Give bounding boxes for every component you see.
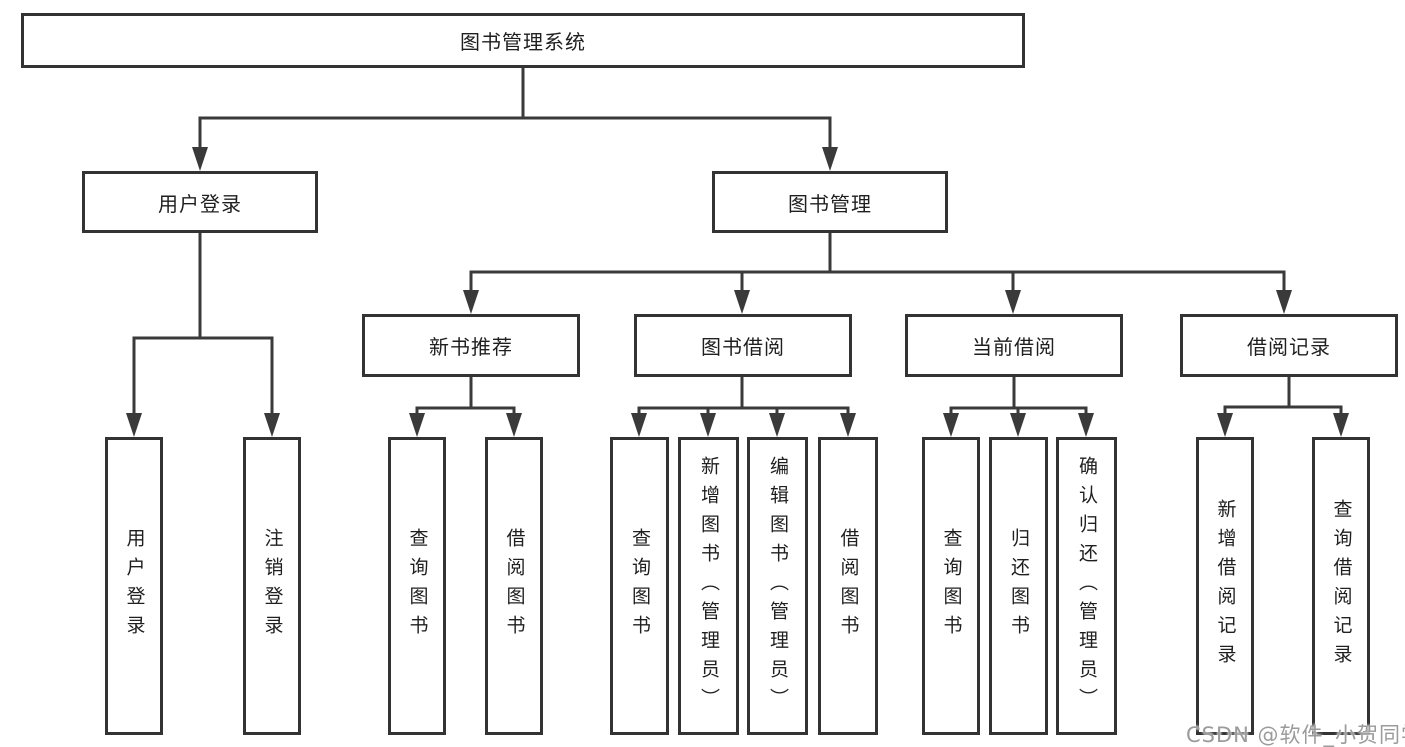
leaf-edit-book-admin: 编辑图书（管理员）	[747, 437, 808, 735]
connector-book-mgmt-to-level3	[463, 231, 1292, 314]
node-root: 图书管理系统	[21, 13, 1025, 68]
watermark: CSDN @软件_小贺同学	[1186, 723, 1405, 747]
leaf-query-book-recommend: 查询图书	[388, 437, 446, 735]
leaf-return-book: 归还图书	[989, 437, 1048, 735]
leaf-logout: 注销登录	[243, 437, 301, 735]
node-book-borrowing: 图书借阅	[634, 314, 852, 377]
leaf-add-book-admin: 新增图书（管理员）	[678, 437, 739, 735]
connector-current-borrow-to-leaves	[943, 375, 1094, 437]
node-user-login: 用户登录	[82, 171, 318, 233]
connector-new-book-rec-to-leaves	[409, 375, 522, 437]
connector-root-to-level2	[192, 66, 838, 171]
leaf-query-borrow-record: 查询借阅记录	[1312, 437, 1370, 735]
connector-book-borrow-to-leaves	[631, 375, 856, 437]
node-new-book-recommendation: 新书推荐	[362, 314, 580, 377]
leaf-user-login: 用户登录	[105, 437, 163, 735]
leaf-query-book-current: 查询图书	[922, 437, 980, 735]
connector-user-login-to-leaves	[126, 231, 280, 437]
leaf-add-borrow-record: 新增借阅记录	[1196, 437, 1254, 735]
leaf-borrow-book: 借阅图书	[818, 437, 878, 735]
node-book-management: 图书管理	[712, 171, 948, 233]
connector-borrow-records-to-leaves	[1217, 375, 1349, 437]
leaf-borrow-book-recommend: 借阅图书	[485, 437, 543, 735]
node-current-borrowing: 当前借阅	[905, 314, 1123, 377]
node-borrowing-records: 借阅记录	[1180, 314, 1398, 377]
leaf-query-book-borrow: 查询图书	[610, 437, 669, 735]
leaf-confirm-return-admin: 确认归还（管理员）	[1056, 437, 1117, 735]
